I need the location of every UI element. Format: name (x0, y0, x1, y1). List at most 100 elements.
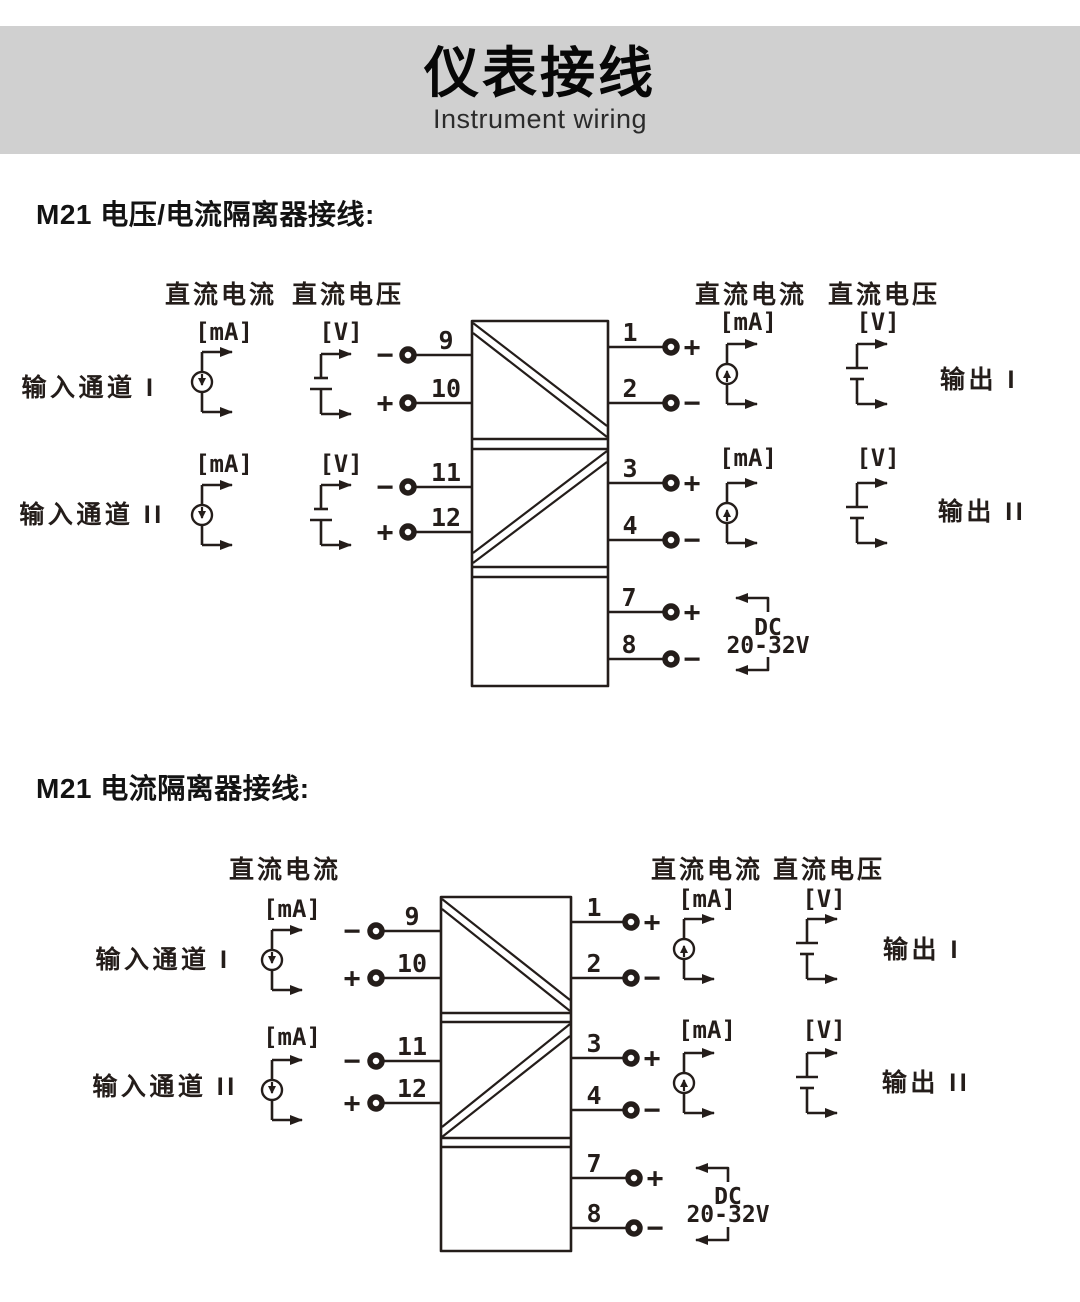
polarity-sign: + (684, 330, 701, 363)
terminal-number: 2 (622, 374, 637, 403)
terminal-1: 1 + (571, 893, 660, 938)
current-source-icon (262, 1060, 302, 1120)
power-supply: 7 + 8 − DC 20-32V (608, 583, 810, 675)
unit-ma-label: [mA] (678, 885, 736, 913)
terminal-12: + 12 (344, 1074, 441, 1119)
dc-current-header: 直流电流 (695, 281, 807, 309)
section-1-heading: M21 电压/电流隔离器接线: (36, 199, 375, 230)
power-arrow-icon (735, 593, 770, 612)
input-channel-1: 输入通道 I [mA] [V] − 9 + 10 (22, 318, 472, 419)
isolator-block (470, 319, 610, 688)
polarity-sign: − (647, 1211, 664, 1244)
isolation-diagonal (441, 1035, 571, 1138)
dc-range-label: 20-32V (686, 1202, 769, 1228)
output-channel-1: 1 + 2 − [mA] [V] 输出 I (608, 308, 1014, 419)
terminal-1: 1 + (608, 318, 700, 363)
terminal-ring-icon (370, 1055, 382, 1067)
polarity-sign: − (684, 523, 701, 556)
terminal-ring-icon (370, 972, 382, 984)
column-headers-left: 直流电流 直流电压 (165, 281, 404, 309)
terminal-ring-icon (625, 1052, 637, 1064)
terminal-ring-icon (625, 972, 637, 984)
output-channel-1-label: 输出 I (883, 935, 961, 964)
terminal-9: − 9 (377, 326, 472, 371)
title-band: 仪表接线 Instrument wiring (0, 26, 1080, 154)
terminal-ring-icon (665, 534, 677, 546)
terminal-number: 9 (404, 902, 419, 931)
dc-label: DC (714, 1184, 742, 1210)
terminal-ring-icon (665, 397, 677, 409)
terminal-number: 4 (622, 511, 637, 540)
current-source-icon (717, 483, 757, 543)
power-supply: 7 + 8 − DC 20-32V (571, 1149, 770, 1245)
polarity-sign: − (344, 1044, 361, 1077)
terminal-ring-icon (625, 916, 637, 928)
terminal-8: 8 − (608, 630, 700, 675)
page-subtitle: Instrument wiring (432, 104, 648, 135)
polarity-sign: + (644, 905, 661, 938)
terminal-ring-icon (665, 653, 677, 665)
unit-ma-label: [mA] (263, 895, 321, 923)
terminal-ring-icon (665, 477, 677, 489)
polarity-sign: − (644, 961, 661, 994)
terminal-number: 12 (431, 503, 461, 532)
dc-voltage-header: 直流电压 (828, 281, 940, 309)
dc-current-header: 直流电流 (165, 281, 277, 309)
unit-ma-label: [mA] (195, 318, 253, 346)
isolation-diagonal (441, 908, 571, 1012)
block-outline (470, 319, 610, 688)
terminal-2: 2 − (571, 949, 660, 994)
terminal-ring-icon (370, 925, 382, 937)
terminal-number: 10 (397, 949, 427, 978)
current-source-icon (192, 352, 232, 412)
current-source-icon (674, 919, 714, 979)
terminal-number: 3 (586, 1029, 601, 1058)
unit-v-label: [V] (856, 308, 899, 336)
terminal-ring-icon (628, 1222, 640, 1234)
isolation-diagonal (472, 461, 608, 564)
battery-icon (310, 354, 351, 414)
terminal-11: − 11 (377, 458, 472, 503)
terminal-ring-icon (628, 1172, 640, 1184)
terminal-ring-icon (402, 397, 414, 409)
terminal-7: 7 + (608, 583, 700, 628)
unit-v-label: [V] (802, 885, 845, 913)
column-headers-right: 直流电流 直流电压 (651, 856, 882, 884)
polarity-sign: − (644, 1093, 661, 1126)
terminal-ring-icon (402, 349, 414, 361)
polarity-sign: + (644, 1041, 661, 1074)
terminal-3: 3 + (571, 1029, 660, 1074)
terminal-4: 4 − (571, 1081, 660, 1126)
polarity-sign: + (647, 1161, 664, 1194)
isolation-diagonal (472, 332, 608, 438)
dc-voltage-header: 直流电压 (292, 281, 404, 309)
polarity-sign: + (344, 961, 361, 994)
polarity-sign: − (344, 914, 361, 947)
terminal-number: 1 (622, 318, 637, 347)
input-channel-2-label: 输入通道 II (92, 1072, 237, 1101)
unit-v-label: [V] (856, 444, 899, 472)
polarity-sign: + (684, 466, 701, 499)
input-channel-2: 输入通道 II [mA] [V] − 11 + 12 (19, 450, 472, 548)
terminal-ring-icon (665, 341, 677, 353)
unit-ma-label: [mA] (263, 1023, 321, 1051)
power-arrow-icon (735, 657, 770, 675)
battery-icon (846, 344, 887, 404)
terminal-number: 9 (438, 326, 453, 355)
unit-ma-label: [mA] (678, 1016, 736, 1044)
wiring-diagram-2: 直流电流 直流电流 直流电压 输入通道 I [mA] − 9 + 10 (92, 856, 967, 1253)
output-channel-2: 3 + 4 − [mA] [V] 输出 II (608, 444, 1023, 556)
terminal-8: 8 − (571, 1199, 663, 1244)
terminal-ring-icon (665, 606, 677, 618)
unit-ma-label: [mA] (719, 308, 777, 336)
unit-v-label: [V] (319, 450, 362, 478)
polarity-sign: − (684, 642, 701, 675)
input-channel-2: 输入通道 II [mA] − 11 + 12 (92, 1023, 441, 1120)
terminal-ring-icon (402, 481, 414, 493)
terminal-ring-icon (370, 1097, 382, 1109)
terminal-number: 8 (586, 1199, 601, 1228)
polarity-sign: − (684, 386, 701, 419)
unit-v-label: [V] (802, 1016, 845, 1044)
unit-v-label: [V] (319, 318, 362, 346)
